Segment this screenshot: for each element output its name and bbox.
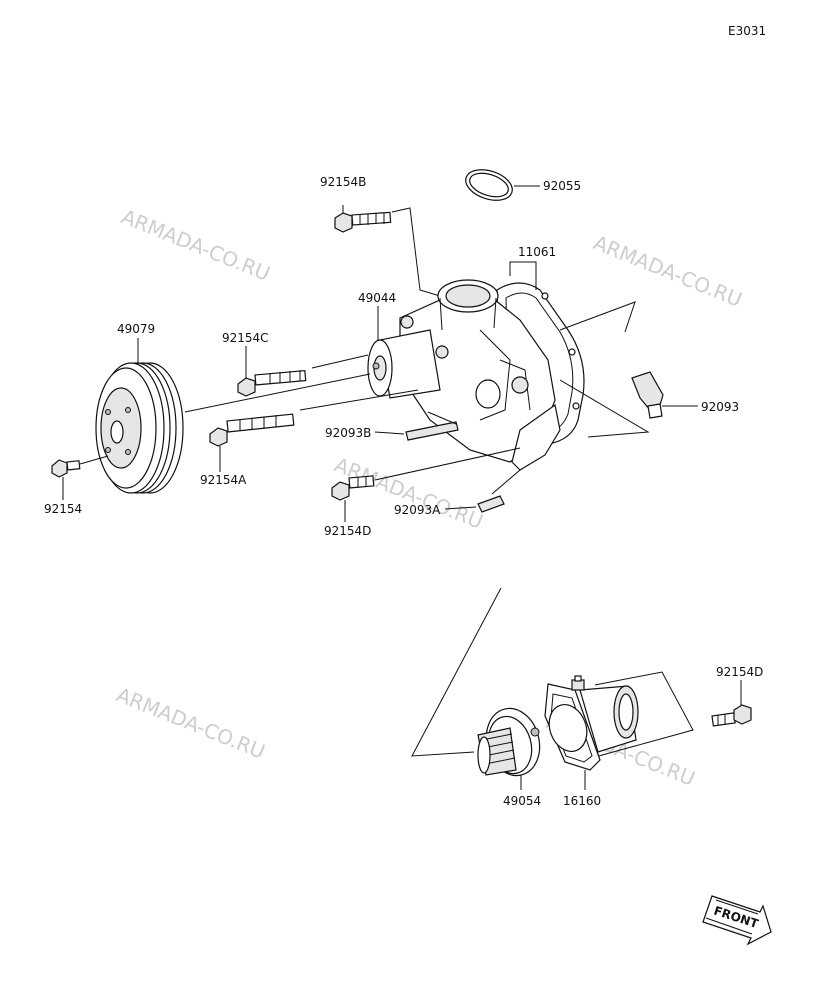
dowel-pin-92093b (405, 421, 459, 441)
reference-line (594, 671, 694, 758)
pulley-49079 (95, 362, 184, 494)
label-92093a: 92093A (394, 503, 441, 517)
leader-line (427, 411, 457, 425)
leader-line (79, 455, 109, 465)
bolt-92154 (51, 459, 81, 478)
bolt-92154b (334, 211, 392, 233)
leader-line (509, 261, 537, 290)
water-pump-49044 (367, 279, 561, 471)
bolt-92154d (331, 475, 375, 501)
front-arrow-icon (702, 895, 772, 946)
leader-line (184, 373, 371, 413)
label-92154b: 92154B (320, 175, 366, 189)
leader-line (491, 469, 521, 495)
reference-line (559, 301, 636, 333)
watermark: ARMADA-CO.RU (118, 204, 273, 285)
leader-line (374, 447, 521, 481)
label-92154a: 92154A (200, 473, 247, 487)
watermark: ARMADA-CO.RU (331, 452, 486, 533)
thermostat-housing-16160 (544, 675, 639, 771)
label-49044: 49044 (358, 291, 396, 305)
bolt-92154a (209, 413, 295, 447)
bolt-92154d-right (711, 704, 752, 727)
label-92154c: 92154C (222, 331, 269, 345)
leader-line (374, 431, 405, 435)
label-92154: 92154 (44, 502, 82, 516)
dowel-pin-92093a (477, 495, 505, 513)
reference-line (559, 379, 650, 438)
leader-line (391, 207, 441, 297)
leader-line (311, 354, 369, 369)
label-92093: 92093 (701, 400, 739, 414)
diagram-code: E3031 (728, 24, 766, 38)
label-92055: 92055 (543, 179, 581, 193)
bolt-92154c (237, 369, 307, 397)
leader-line (444, 506, 477, 510)
label-49079: 49079 (117, 322, 155, 336)
thermostat-49054 (477, 707, 541, 777)
label-16160: 16160 (563, 794, 601, 808)
label-92154d-right: 92154D (716, 665, 763, 679)
label-11061: 11061 (518, 245, 556, 259)
label-92154d-top: 92154D (324, 524, 371, 538)
label-92093b: 92093B (325, 426, 371, 440)
o-ring-92055 (465, 169, 513, 201)
reference-line (411, 587, 502, 757)
leader-line (299, 389, 419, 411)
label-49054: 49054 (503, 794, 541, 808)
watermark: ARMADA-CO.RU (113, 682, 268, 763)
watermark: ARMADA-CO.RU (590, 230, 745, 311)
clip-92093 (631, 371, 664, 419)
